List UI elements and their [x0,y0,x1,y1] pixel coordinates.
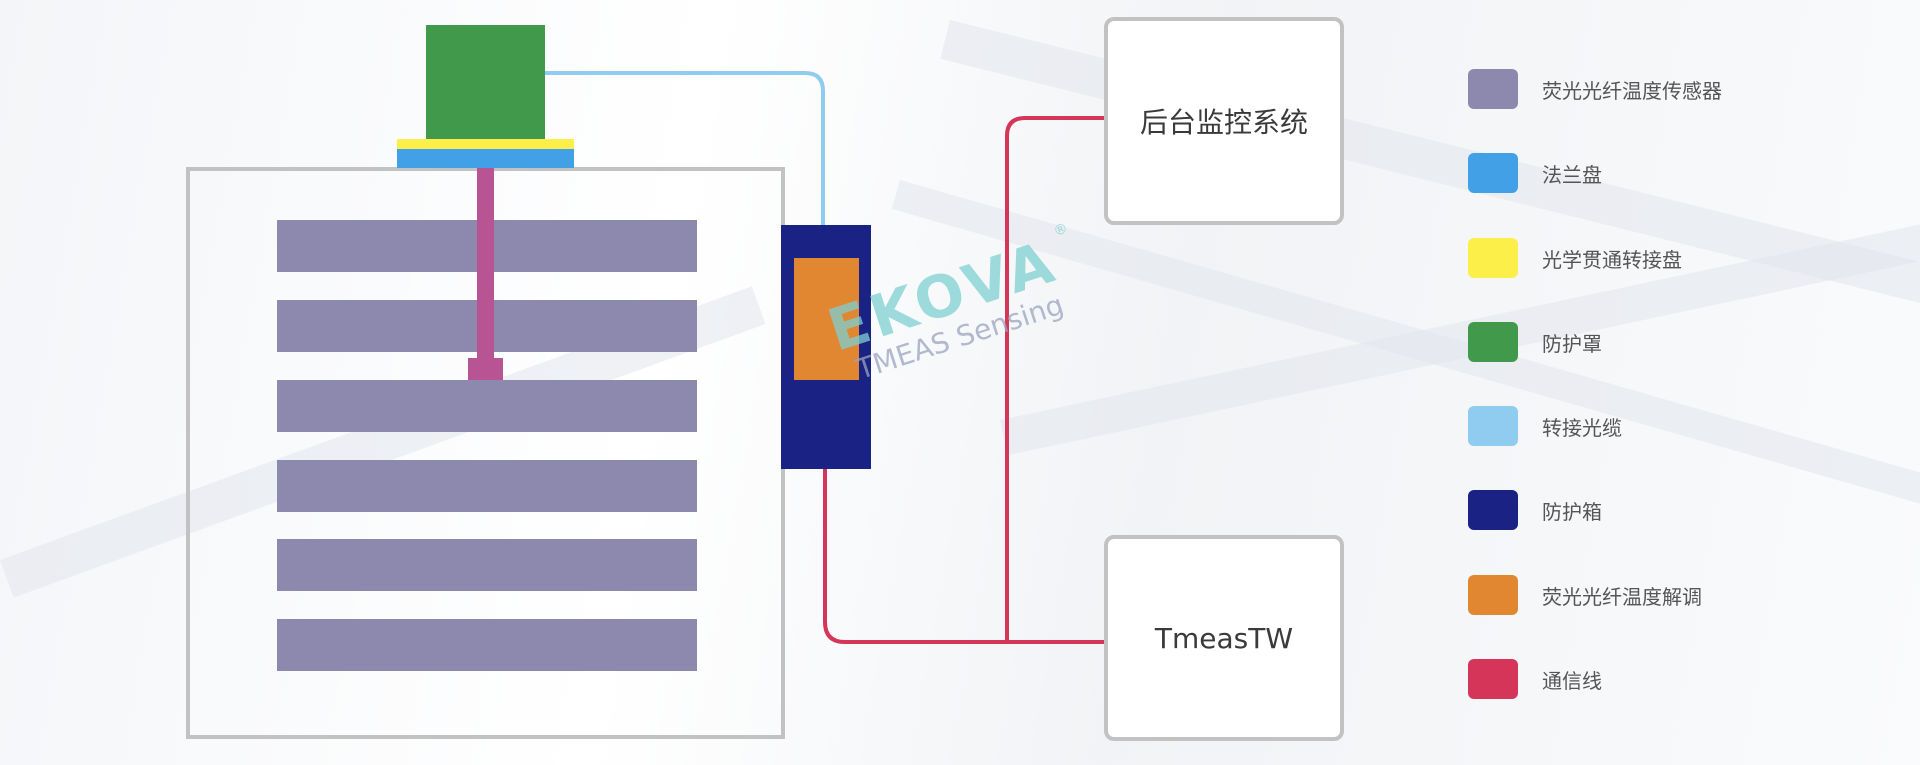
fiber-probe [477,168,494,360]
monitoring-system-box: 后台监控系统 [1104,17,1344,225]
legend-label: 荧光光纤温度解调 [1542,584,1702,609]
legend-item: 荧光光纤温度解调 [1468,575,1702,615]
tmeas-box: TmeasTW [1104,535,1344,741]
legend-item: 防护罩 [1468,322,1602,362]
legend-item: 通信线 [1468,659,1602,699]
legend-swatch [1468,153,1518,193]
sensor-bar [277,619,697,671]
legend-swatch [1468,406,1518,446]
comm-line-monitor [1005,116,1106,642]
legend-swatch [1468,238,1518,278]
legend-label: 转接光缆 [1542,415,1622,440]
sensor-bar [277,380,697,432]
legend-item: 法兰盘 [1468,153,1602,193]
legend-item: 防护箱 [1468,490,1602,530]
legend-item: 转接光缆 [1468,406,1622,446]
legend-label: 通信线 [1542,668,1602,693]
monitoring-system-label: 后台监控系统 [1139,106,1308,139]
sensor-bar [277,460,697,512]
legend-swatch [1468,659,1518,699]
legend-swatch [1468,69,1518,109]
legend-swatch [1468,490,1518,530]
sensor-bar [277,539,697,591]
fiber-probe-tip [468,358,503,380]
legend-label: 防护箱 [1542,499,1602,524]
legend-swatch [1468,575,1518,615]
legend-item: 光学贯通转接盘 [1468,238,1682,278]
temperature-demodulator [794,258,859,380]
legend-label: 防护罩 [1542,331,1602,356]
flange-plate [397,148,574,168]
legend-label: 光学贯通转接盘 [1542,247,1682,272]
legend-label: 法兰盘 [1542,162,1602,187]
legend-swatch [1468,322,1518,362]
legend-item: 荧光光纤温度传感器 [1468,69,1722,109]
adapter-cable-line [545,71,825,258]
comm-line-tmeas [823,370,1106,644]
protective-cover [426,25,545,139]
legend-label: 荧光光纤温度传感器 [1542,78,1722,103]
tmeas-label: TmeasTW [1154,621,1294,655]
optical-adapter-plate [397,139,574,149]
